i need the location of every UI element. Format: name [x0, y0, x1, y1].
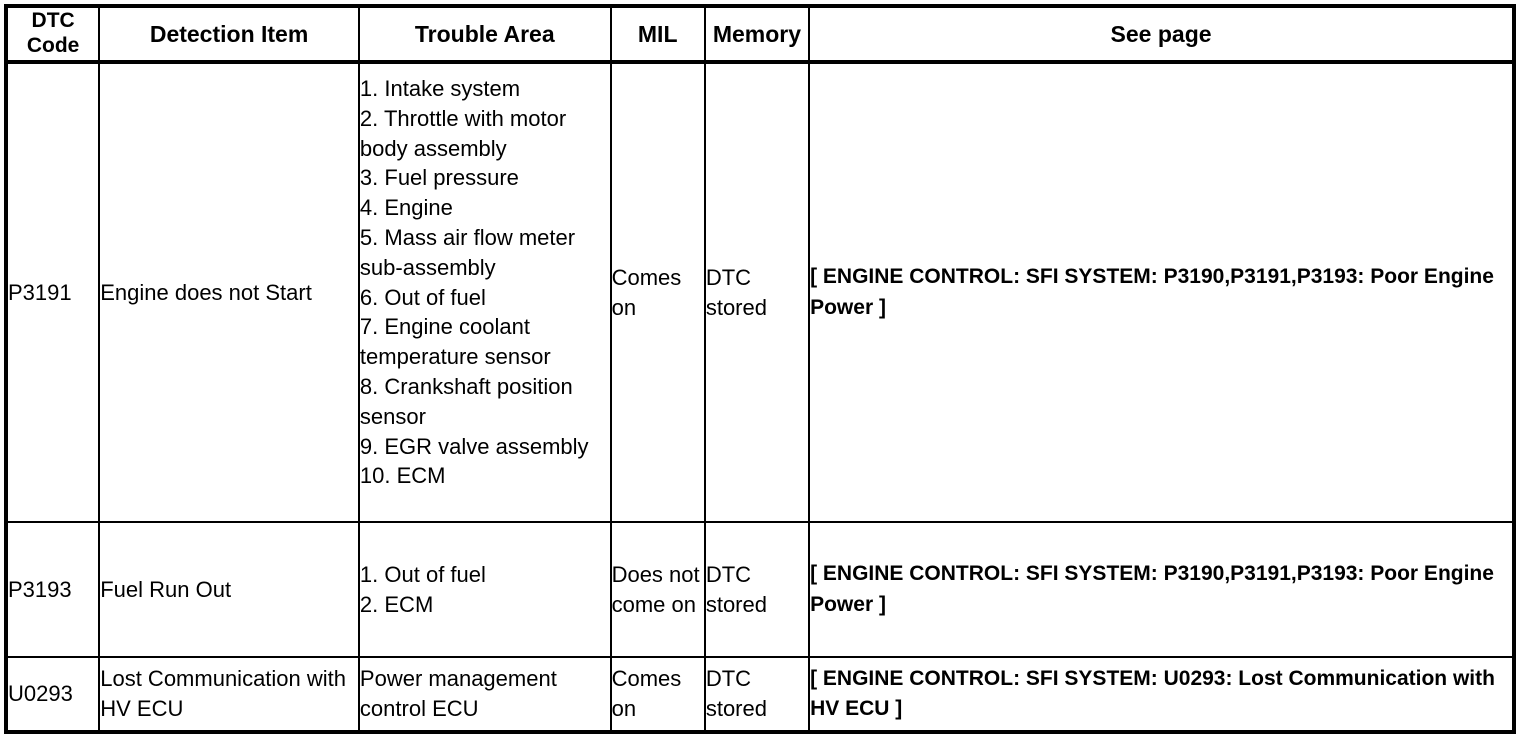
header-row: DTC Code Detection Item Trouble Area MIL…	[4, 5, 1515, 64]
column-header-mil: MIL	[609, 5, 706, 64]
cell-detection-item: Fuel Run Out	[98, 521, 360, 658]
cell-memory: DTC stored	[703, 656, 811, 733]
column-header-detection-item: Detection Item	[98, 5, 360, 64]
cell-dtc-code: U0293	[4, 656, 101, 733]
column-header-see-page: See page	[808, 5, 1515, 64]
cell-dtc-code: P3193	[4, 521, 101, 658]
cell-trouble-area: Power management control ECU	[357, 656, 612, 733]
table-body: P3191 Engine does not Start 1. Intake sy…	[4, 61, 1515, 733]
cell-mil: Does not come on	[609, 521, 706, 658]
cell-memory: DTC stored	[703, 61, 811, 523]
column-header-dtc-code: DTC Code	[4, 5, 101, 64]
cell-mil: Comes on	[609, 656, 706, 733]
cell-detection-item: Engine does not Start	[98, 61, 360, 523]
dtc-chart-table: DTC Code Detection Item Trouble Area MIL…	[4, 4, 1516, 734]
cell-mil: Comes on	[609, 61, 706, 523]
table-row: P3191 Engine does not Start 1. Intake sy…	[4, 61, 1515, 523]
cell-detection-item: Lost Communication with HV ECU	[98, 656, 360, 733]
cell-see-page: [ ENGINE CONTROL: SFI SYSTEM: P3190,P319…	[808, 521, 1515, 658]
column-header-trouble-area: Trouble Area	[357, 5, 612, 64]
cell-trouble-area: 1. Out of fuel 2. ECM	[357, 521, 612, 658]
table-row: P3193 Fuel Run Out 1. Out of fuel 2. ECM…	[4, 521, 1515, 658]
cell-see-page: [ ENGINE CONTROL: SFI SYSTEM: U0293: Los…	[808, 656, 1515, 733]
table-row: U0293 Lost Communication with HV ECU Pow…	[4, 656, 1515, 733]
column-header-memory: Memory	[703, 5, 811, 64]
cell-dtc-code: P3191	[4, 61, 101, 523]
cell-trouble-area: 1. Intake system 2. Throttle with motor …	[357, 61, 612, 523]
cell-see-page: [ ENGINE CONTROL: SFI SYSTEM: P3190,P319…	[808, 61, 1515, 523]
dtc-table-page: DTC Code Detection Item Trouble Area MIL…	[0, 4, 1520, 756]
cell-memory: DTC stored	[703, 521, 811, 658]
table-header: DTC Code Detection Item Trouble Area MIL…	[4, 5, 1515, 64]
